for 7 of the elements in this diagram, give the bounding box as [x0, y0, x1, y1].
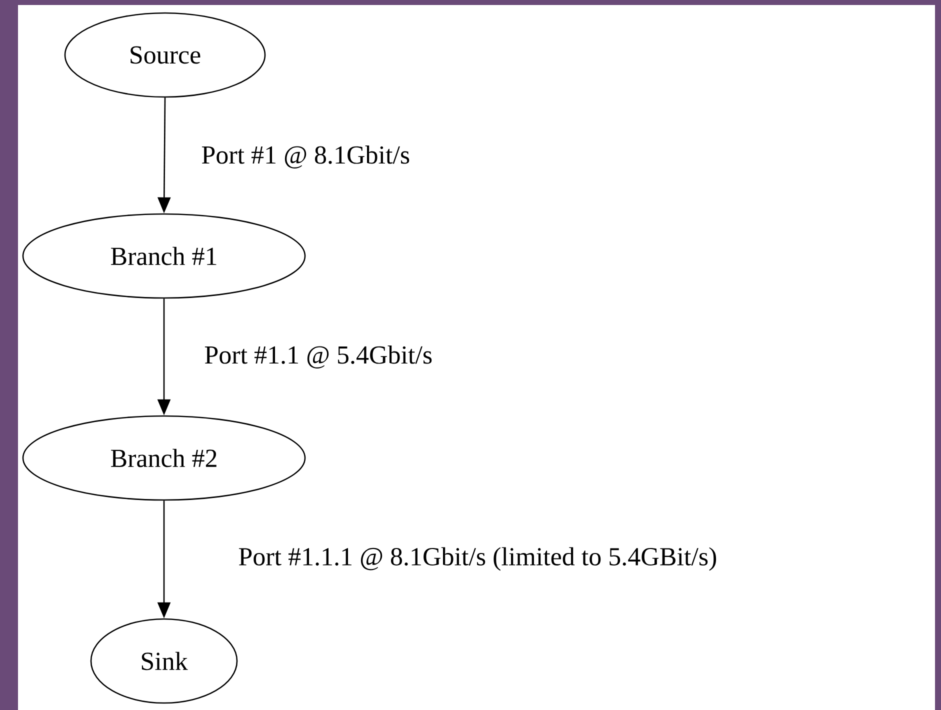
ellipse-node: Source [64, 12, 266, 98]
edge-label: Port #1 @ 8.1Gbit/s [200, 144, 412, 170]
ellipse-node: Branch #1 [22, 213, 306, 299]
ellipse-node: Sink [90, 618, 238, 704]
ellipse-node: Branch #2 [22, 415, 306, 501]
edge-label: Port #1.1 @ 5.4Gbit/s [203, 344, 434, 370]
edge-label: Port #1.1.1 @ 8.1Gbit/s (limited to 5.4GBit/s) [237, 546, 718, 572]
